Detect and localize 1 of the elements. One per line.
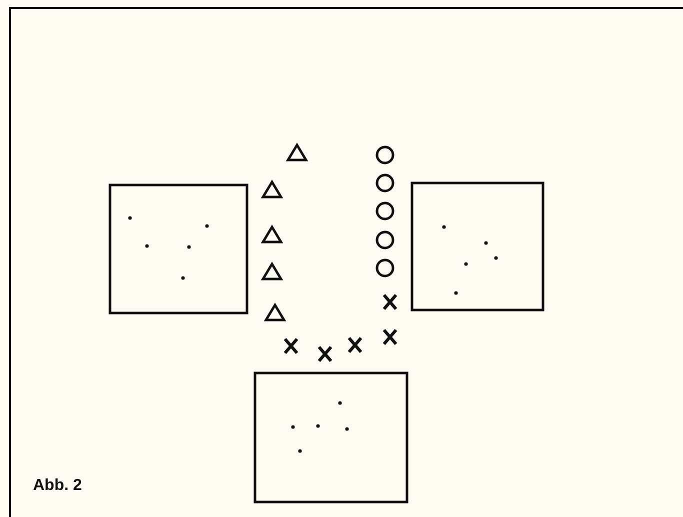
- figure-caption: Abb. 2: [33, 477, 82, 495]
